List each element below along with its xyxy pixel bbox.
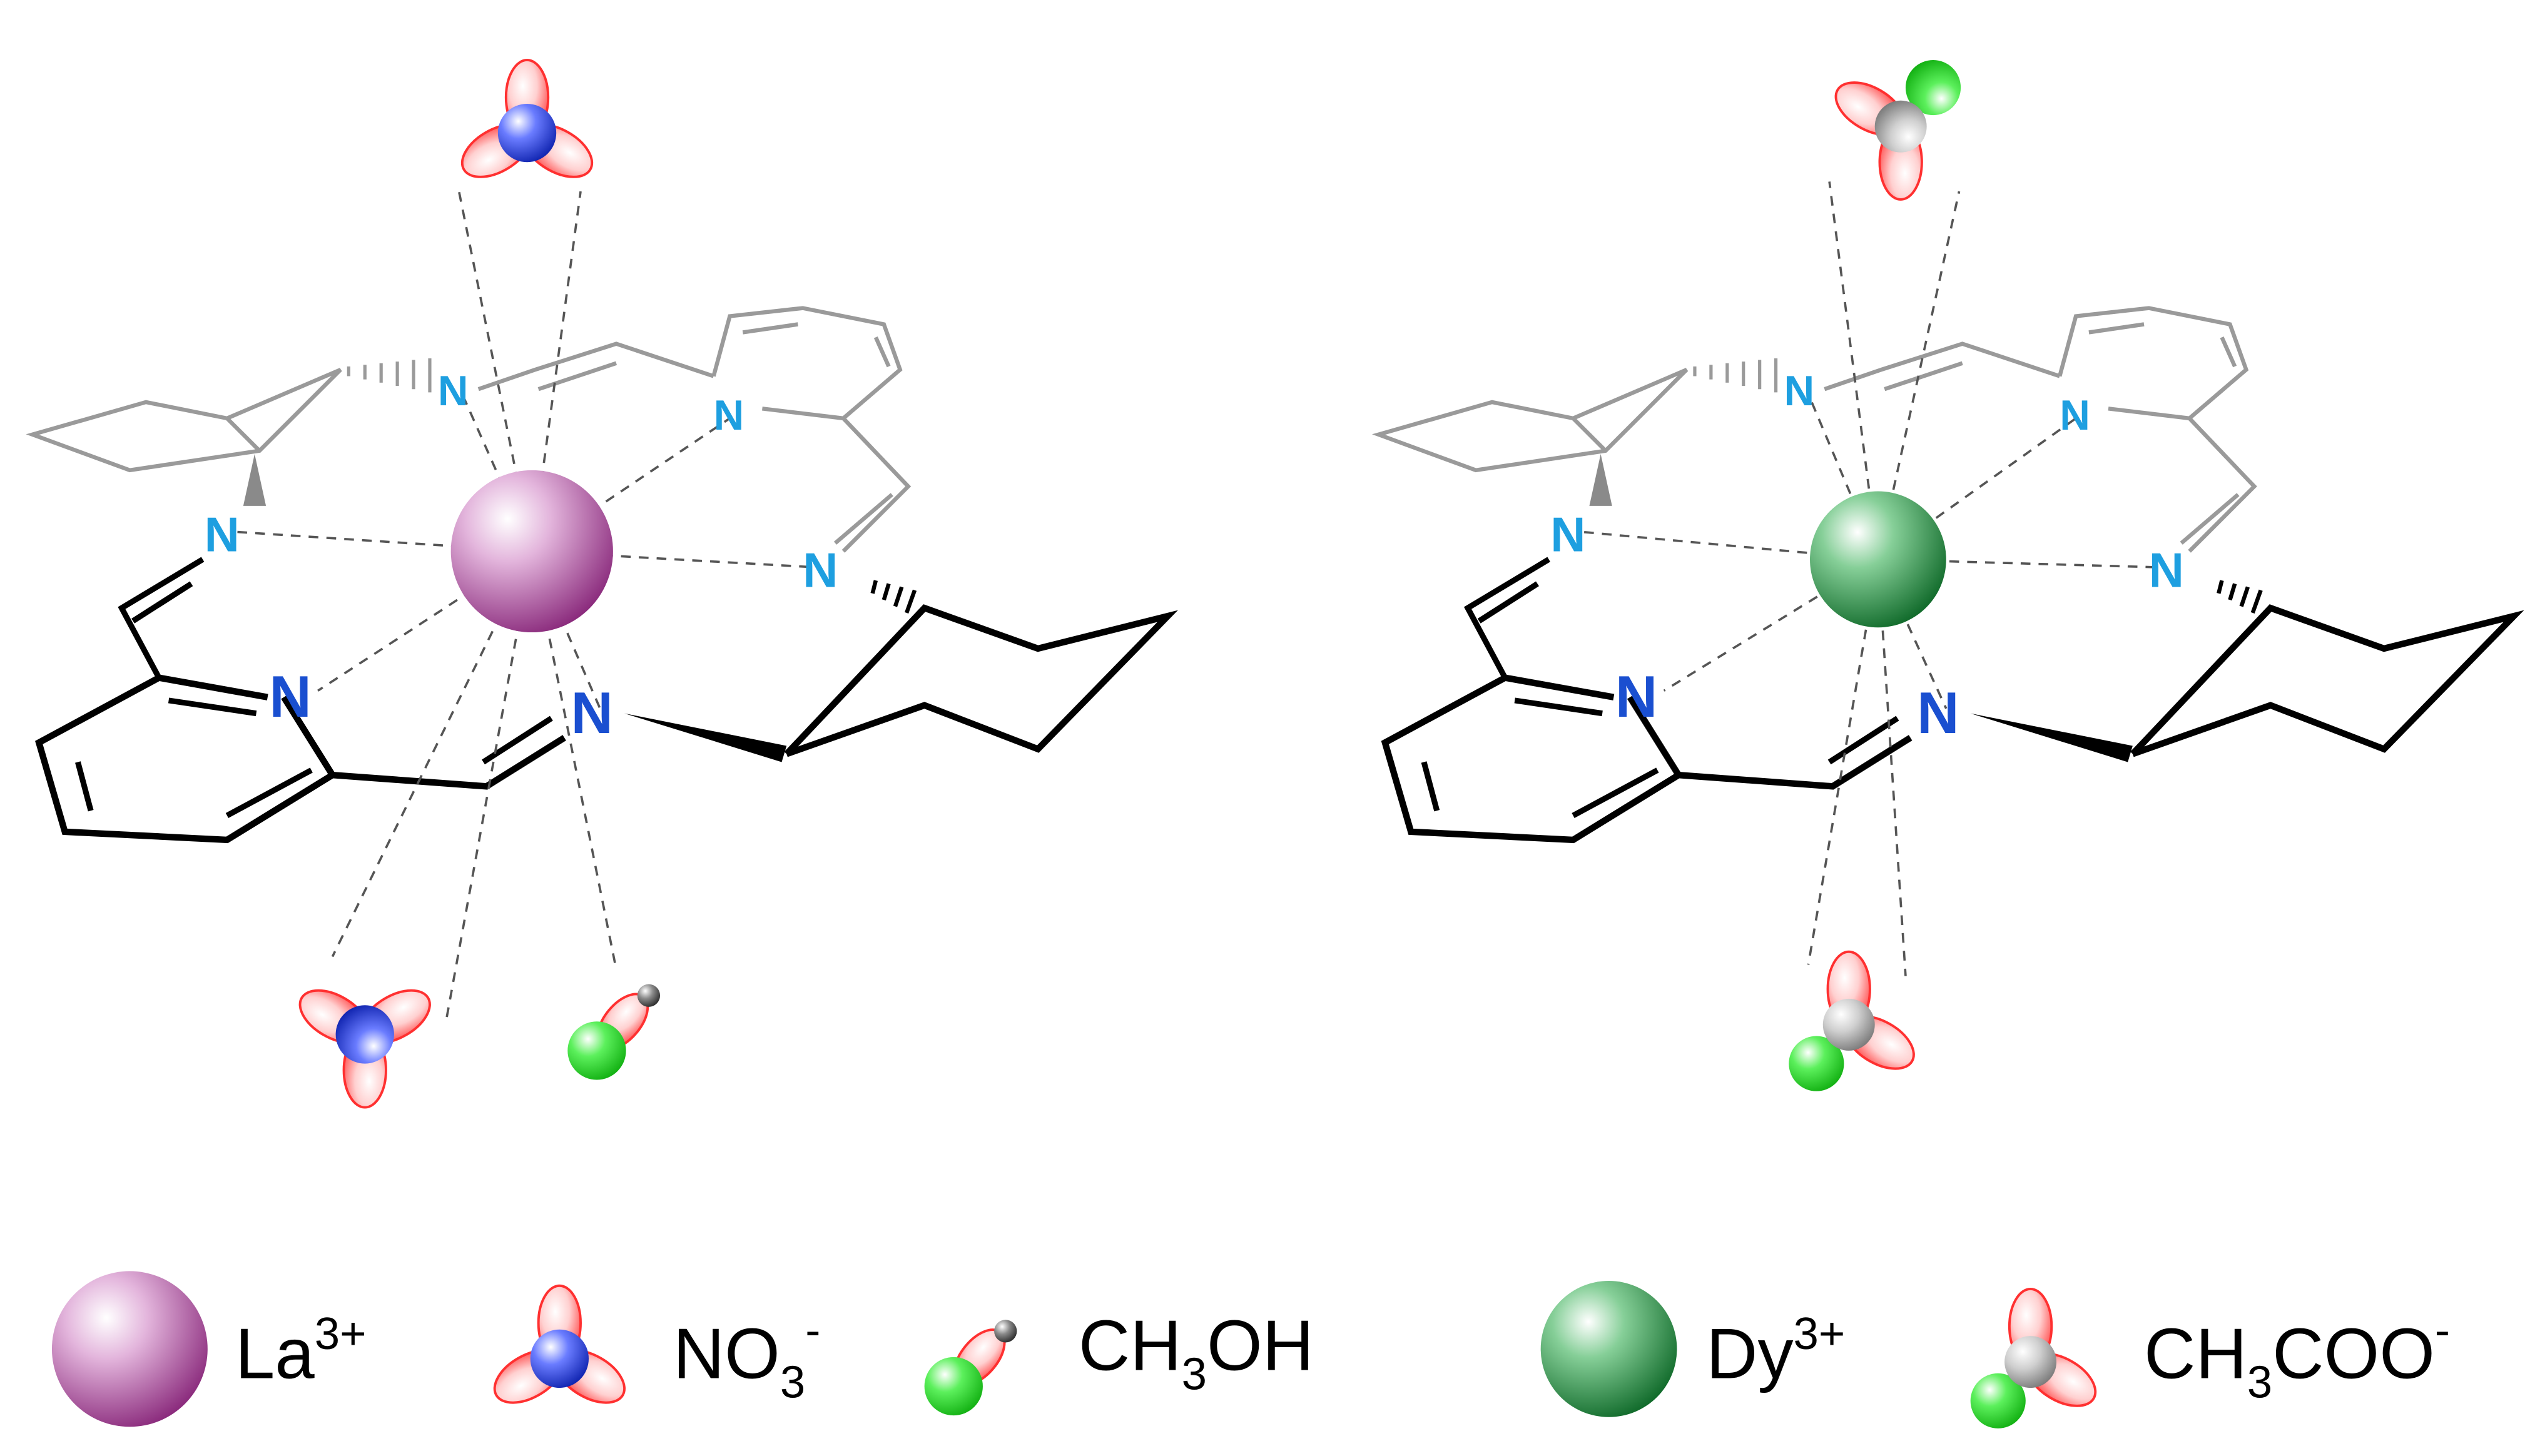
legend-acetate-icon [1971, 1289, 2105, 1428]
legend-la-text: La [235, 1315, 315, 1394]
legend-methanol-text-1: CH [1079, 1307, 1182, 1386]
n-label-imine-left: N [205, 508, 240, 562]
dy-complex: N N N N N N [1378, 60, 2514, 1091]
svg-text:NO3-: NO3- [673, 1305, 821, 1408]
legend-la-sphere [51, 1271, 208, 1427]
legend-methanol: CH3OH [923, 1307, 1314, 1417]
legend-nitrate-text: NO [673, 1315, 780, 1394]
svg-text:Dy3+: Dy3+ [1706, 1308, 1845, 1394]
n-label-back-pyridine: N [2060, 392, 2090, 439]
legend-acetate: CH3COO- [1971, 1289, 2450, 1428]
n-label-front-imine: N [1917, 680, 1959, 746]
n-label-front-imine: N [571, 680, 612, 746]
legend-dy: Dy3+ [1540, 1280, 1845, 1417]
dy-ion [1810, 491, 1946, 628]
n-label-back-pyridine: N [714, 392, 744, 439]
legend-nitrate-charge: - [805, 1305, 820, 1356]
acetate-bottom [1789, 952, 1923, 1091]
la-ion [450, 470, 613, 633]
legend-dy-charge: 3+ [1793, 1308, 1845, 1359]
svg-text:CH3COO-: CH3COO- [2144, 1305, 2450, 1408]
n-label-back-left: N [438, 368, 469, 415]
svg-text:La3+: La3+ [235, 1308, 367, 1394]
legend-methanol-sub: 3 [1182, 1349, 1207, 1400]
legend-dy-text: Dy [1706, 1315, 1793, 1394]
n-label-imine-left: N [1550, 508, 1585, 562]
legend-acetate-text-2: COO [2272, 1315, 2435, 1394]
nitrate-top [454, 60, 601, 188]
legend-nitrate-icon [485, 1286, 633, 1413]
la-complex: N N N N N N [33, 60, 1168, 1108]
legend-acetate-text-1: CH [2144, 1315, 2247, 1394]
legend-nitrate: NO3- [485, 1286, 820, 1413]
ligand-right [1378, 308, 2514, 840]
legend-la-charge: 3+ [315, 1308, 367, 1359]
legend-acetate-charge: - [2435, 1305, 2450, 1356]
acetate-top [1827, 60, 1961, 200]
legend-acetate-sub: 3 [2247, 1357, 2272, 1408]
n-label-front-pyridine: N [1615, 664, 1657, 729]
nitrate-bottom [291, 979, 439, 1107]
n-label-imine-right: N [803, 543, 838, 597]
methanol-ligand [566, 983, 662, 1081]
n-label-front-pyridine: N [269, 664, 311, 729]
n-label-imine-right: N [2149, 543, 2184, 597]
legend-la: La3+ [51, 1271, 367, 1427]
legend: La3+ NO3- CH3OH Dy3+ CH3COO- [51, 1271, 2450, 1428]
n-label-back-left: N [1784, 368, 1815, 415]
legend-nitrate-sub: 3 [780, 1357, 805, 1408]
legend-methanol-icon [923, 1318, 1019, 1417]
svg-text:CH3OH: CH3OH [1079, 1307, 1314, 1400]
legend-methanol-text-2: OH [1207, 1307, 1314, 1386]
legend-dy-sphere [1540, 1280, 1677, 1417]
